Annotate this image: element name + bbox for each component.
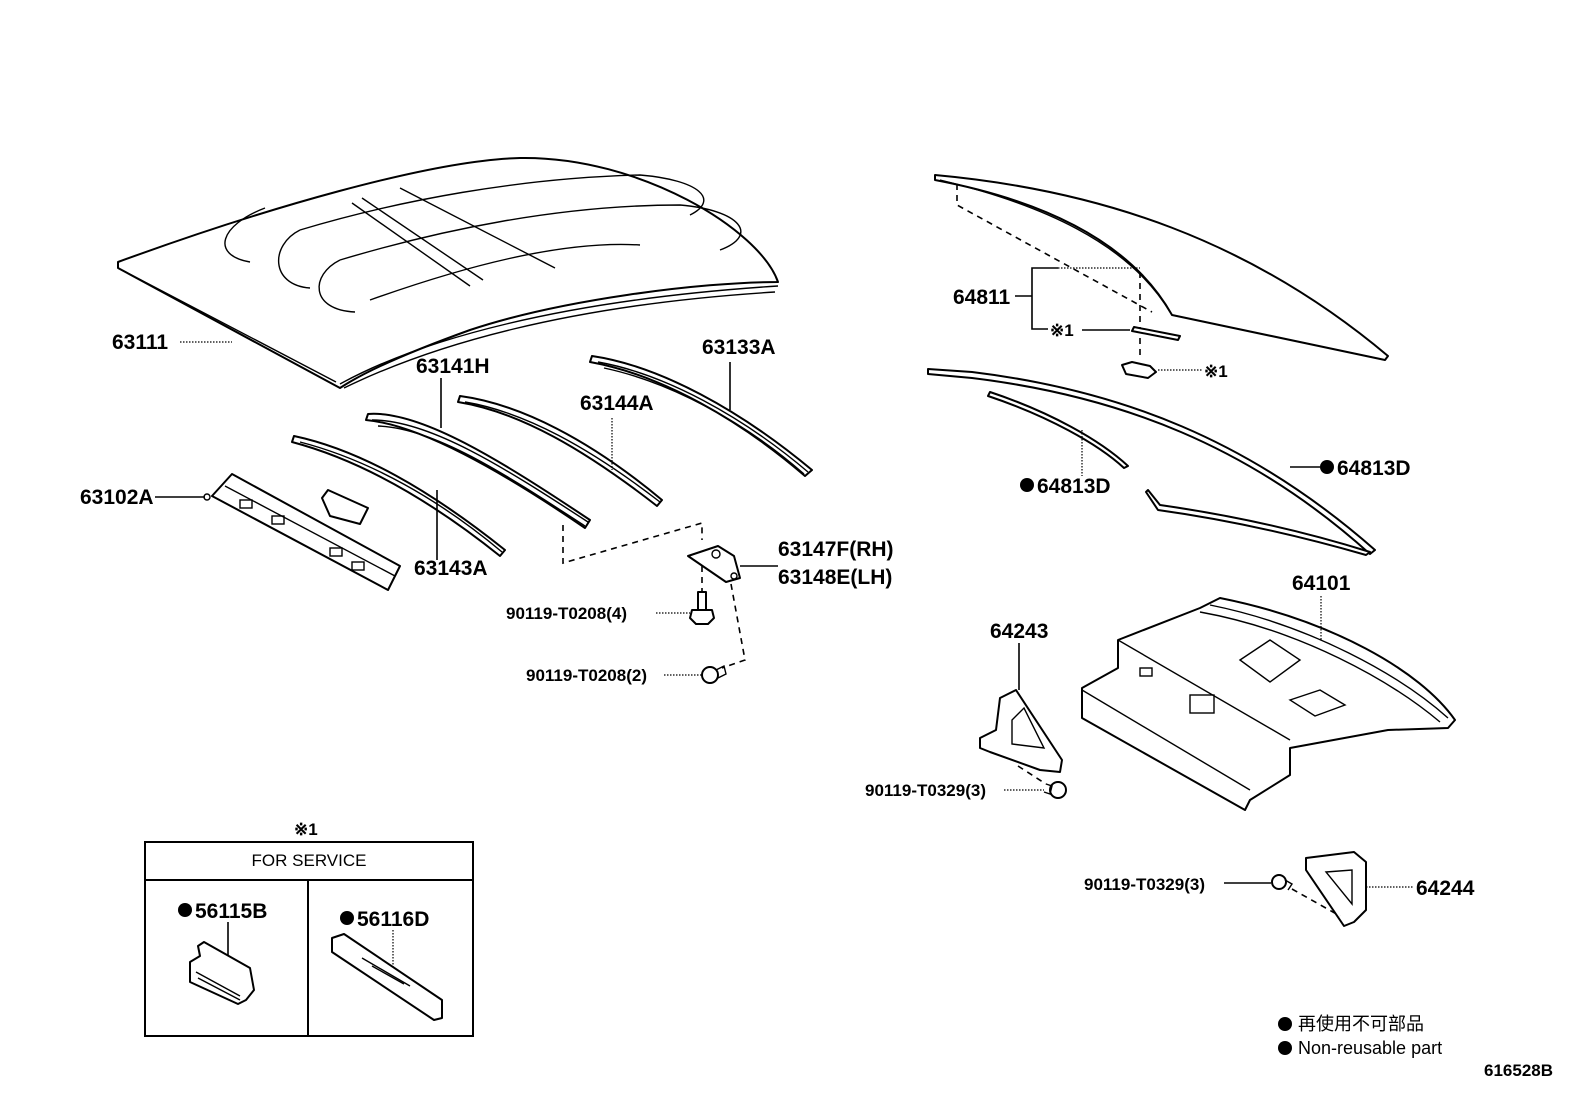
legend: 再使用不可部品 Non-reusable part <box>1278 1014 1442 1058</box>
brace-64244-drawing[interactable] <box>1305 851 1367 927</box>
non-reusable-dot-icon <box>1320 460 1334 474</box>
part-label-64243[interactable]: 64243 <box>990 620 1048 643</box>
back-window-glass-drawing[interactable] <box>934 174 1389 361</box>
bolt-90119-t0208-4-drawing[interactable] <box>689 591 715 625</box>
non-reusable-dot-icon <box>340 911 354 925</box>
part-label-63143a[interactable]: 63143A <box>414 557 488 580</box>
part-label-63141h[interactable]: 63141H <box>416 355 490 378</box>
part-label-90119-t0208-2[interactable]: 90119-T0208(2) <box>526 666 647 685</box>
part-label-63144a[interactable]: 63144A <box>580 392 654 415</box>
part-label-63111[interactable]: 63111 <box>112 331 168 354</box>
non-reusable-dot-icon <box>178 903 192 917</box>
part-label-56115b[interactable]: 56115B <box>195 900 267 923</box>
legend-text-jp: 再使用不可部品 <box>1298 1014 1424 1034</box>
for-service-box: ※1 FOR SERVICE 56115B 56116D <box>144 820 474 1037</box>
ref-mark-1b[interactable]: ※1 <box>1204 362 1228 381</box>
diagram-code: 616528B <box>1484 1061 1553 1080</box>
roof-panel-drawing[interactable] <box>117 156 779 389</box>
service-box-ref-mark: ※1 <box>294 820 318 839</box>
bolt-90119-t0329-left-drawing[interactable] <box>1043 781 1067 799</box>
part-label-64813d-right[interactable]: 64813D <box>1337 457 1411 480</box>
roof-bow-63141h-drawing[interactable] <box>365 412 591 529</box>
legend-dot-icon <box>1278 1017 1292 1031</box>
glass-spacer-drawing <box>1131 326 1181 341</box>
part-label-64101[interactable]: 64101 <box>1292 572 1351 595</box>
part-label-64244[interactable]: 64244 <box>1416 877 1475 900</box>
legend-dot-icon <box>1278 1041 1292 1055</box>
back-window-molding-outer-drawing[interactable] <box>927 368 1376 556</box>
package-tray-panel-drawing[interactable] <box>1081 597 1456 811</box>
glass-clip-drawing[interactable] <box>1121 361 1157 379</box>
spacer-56116d-drawing[interactable] <box>331 933 443 1021</box>
part-label-56116d[interactable]: 56116D <box>357 908 429 931</box>
brace-64243-drawing[interactable] <box>979 689 1063 773</box>
part-label-90119-t0329-right[interactable]: 90119-T0329(3) <box>1084 875 1205 894</box>
ref-mark-1a[interactable]: ※1 <box>1050 321 1074 340</box>
roof-bow-63133a-drawing[interactable] <box>589 355 813 477</box>
back-window-molding-side-drawing[interactable] <box>987 391 1129 469</box>
part-label-63147f-rh[interactable]: 63147F(RH) <box>778 538 894 561</box>
part-label-64813d-left[interactable]: 64813D <box>1037 475 1111 498</box>
service-box-title: FOR SERVICE <box>252 851 367 870</box>
roof-bow-63143a-drawing[interactable] <box>291 435 506 557</box>
roof-bow-63144a-drawing[interactable] <box>457 395 663 507</box>
bolt-90119-t0329-right-drawing[interactable] <box>1271 874 1293 891</box>
part-label-90119-t0208-4[interactable]: 90119-T0208(4) <box>506 604 627 623</box>
part-label-63133a[interactable]: 63133A <box>702 336 776 359</box>
non-reusable-dot-icon <box>1020 478 1034 492</box>
part-label-64811[interactable]: 64811 <box>953 286 1011 309</box>
part-label-90119-t0329-left[interactable]: 90119-T0329(3) <box>865 781 986 800</box>
legend-text-en: Non-reusable part <box>1298 1038 1442 1058</box>
roof-bracket-drawing[interactable] <box>687 545 741 583</box>
part-label-63102a[interactable]: 63102A <box>80 486 154 509</box>
part-label-63148e-lh[interactable]: 63148E(LH) <box>778 566 892 589</box>
bolt-90119-t0208-2-drawing[interactable] <box>701 664 727 684</box>
clip-56115b-drawing[interactable] <box>189 941 255 1005</box>
roof-header-63102a-drawing[interactable] <box>211 473 401 591</box>
